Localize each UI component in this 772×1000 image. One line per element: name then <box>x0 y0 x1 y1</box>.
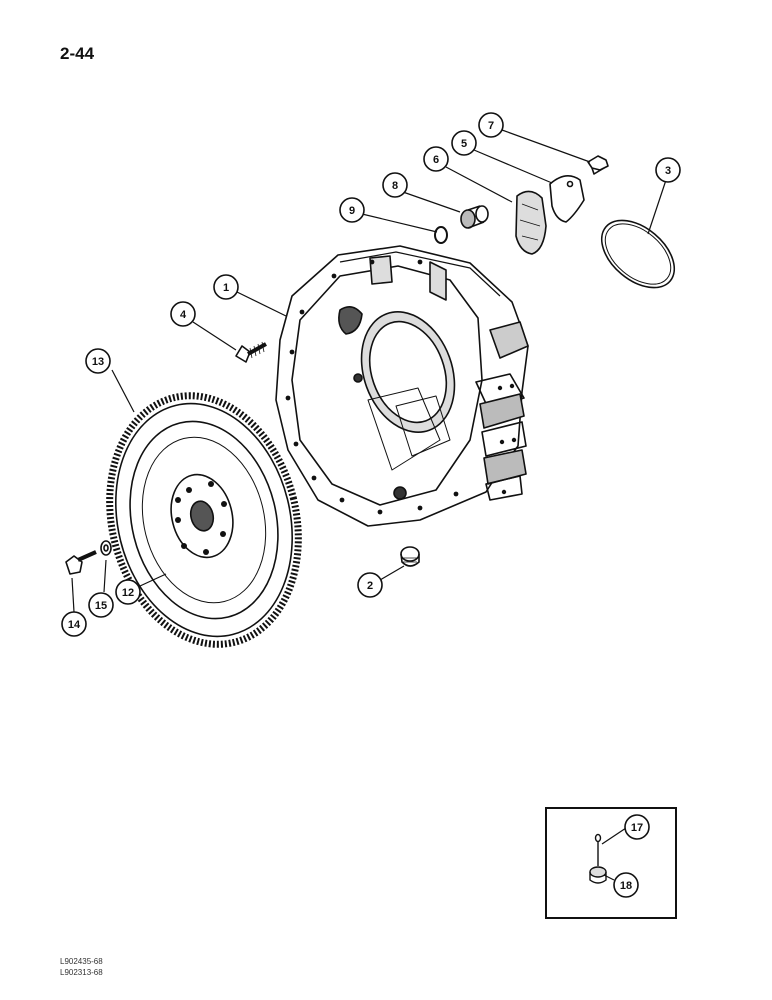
callout-7: 7 <box>478 112 504 138</box>
figure-code: L902313-68 <box>60 968 103 977</box>
callout-17: 17 <box>624 814 650 840</box>
cap-screw-small <box>587 155 609 175</box>
svg-text:7: 7 <box>488 120 494 132</box>
svg-text:2: 2 <box>367 580 373 592</box>
flywheel-washer <box>100 540 112 556</box>
figure-code: L902435-68 <box>60 957 103 966</box>
flywheel-bolt <box>65 550 97 575</box>
callout-14: 14 <box>61 611 87 637</box>
svg-text:12: 12 <box>122 587 134 599</box>
svg-text:8: 8 <box>392 180 398 192</box>
callout-2: 2 <box>357 572 383 598</box>
housing-bolt <box>235 341 267 363</box>
inset-detail <box>545 807 677 919</box>
callout-18: 18 <box>613 872 639 898</box>
o-ring-large <box>600 219 676 289</box>
callout-8: 8 <box>382 172 408 198</box>
page-number: 2-44 <box>60 44 95 63</box>
svg-text:18: 18 <box>620 880 632 892</box>
dipstick-tube-part <box>594 833 602 866</box>
pipe-plug <box>400 546 420 567</box>
callout-15: 15 <box>88 592 114 618</box>
svg-text:13: 13 <box>92 356 104 368</box>
cover-plate <box>549 175 585 223</box>
callout-13: 13 <box>85 348 111 374</box>
svg-text:15: 15 <box>95 600 107 612</box>
callout-3: 3 <box>655 157 681 183</box>
callout-1: 1 <box>213 274 239 300</box>
callout-9: 9 <box>339 197 365 223</box>
callout-6: 6 <box>423 146 449 172</box>
svg-text:5: 5 <box>461 138 467 150</box>
svg-text:4: 4 <box>180 309 187 321</box>
cover-gasket <box>515 190 547 255</box>
svg-text:1: 1 <box>223 282 229 294</box>
svg-text:6: 6 <box>433 154 439 166</box>
figure-codes: L902435-68 L902313-68 <box>60 956 103 978</box>
flywheel <box>106 392 302 648</box>
svg-text:17: 17 <box>631 822 643 834</box>
seal-ring-small <box>434 226 448 244</box>
svg-text:3: 3 <box>665 165 671 177</box>
flywheel-housing <box>275 245 529 527</box>
sleeve-plug <box>460 205 489 229</box>
callout-5: 5 <box>451 130 477 156</box>
svg-text:9: 9 <box>349 205 355 217</box>
callout-4: 4 <box>170 301 196 327</box>
adapter-plug <box>589 866 607 884</box>
callout-12: 12 <box>115 579 141 605</box>
svg-text:14: 14 <box>68 619 81 631</box>
